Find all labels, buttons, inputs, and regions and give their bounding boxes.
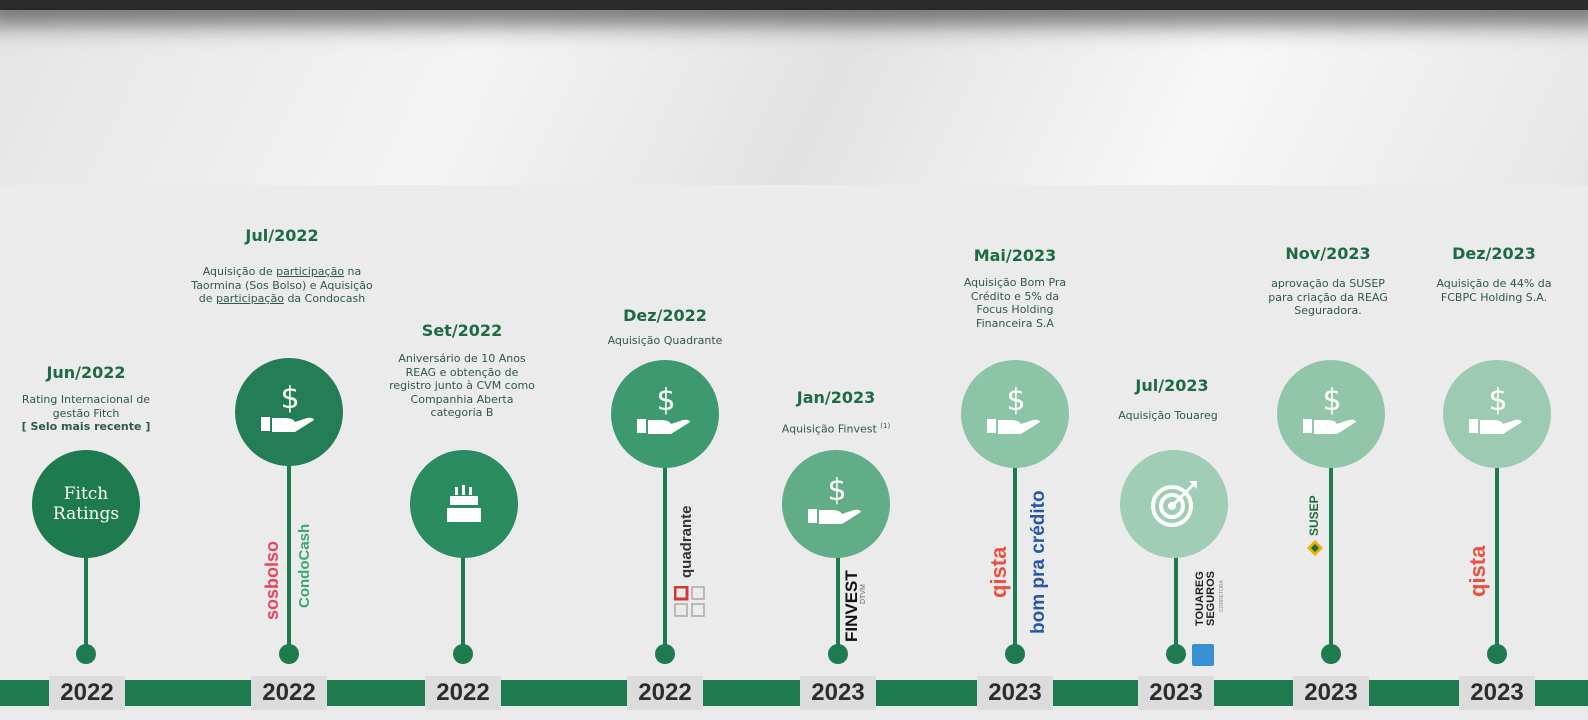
footnote-marker: (1) (880, 422, 891, 430)
timeline-stem (663, 465, 667, 656)
dollar-hand-icon: $ (611, 360, 719, 468)
quadrante-mark-icon (673, 585, 706, 618)
svg-text:$: $ (827, 476, 846, 508)
event-description: Rating Internacional de gestão Fitch [ S… (11, 393, 161, 434)
event-date: Mai/2023 (973, 246, 1057, 265)
timeline-stem (1013, 465, 1017, 656)
event-date: Jun/2022 (46, 363, 126, 382)
timeline-dot (828, 644, 848, 664)
touareg-sublabel: CORRETORA (1219, 580, 1225, 612)
year-label: 2022 (425, 676, 501, 710)
year-label: 2022 (627, 676, 703, 710)
dollar-hand-icon: $ (782, 450, 890, 558)
fitch-logo-text: Fitch Ratings (52, 484, 120, 524)
year-label: 2023 (977, 676, 1053, 710)
event-date: Nov/2023 (1285, 244, 1371, 263)
header-background (0, 0, 1588, 185)
event-description: Aquisição Touareg (1118, 409, 1218, 422)
top-shadow-bar (0, 0, 1588, 10)
qista-logo: qista (986, 546, 1011, 598)
svg-text:$: $ (1006, 386, 1025, 418)
sosbolso-logo: sosbolso (262, 540, 282, 620)
event-description: Aquisição de 44% da FCBPC Holding S.A. (1436, 277, 1552, 304)
event-date: Jul/2022 (245, 226, 319, 245)
year-label: 2023 (1459, 676, 1535, 710)
event-description: Aquisição de participação na Taormina (S… (187, 265, 377, 306)
event-text-underlined: participação (276, 265, 345, 278)
bompracredito-logo: bom pra crédito (1028, 490, 1049, 634)
susep-logo: SUSEP (1307, 495, 1321, 536)
condocash-logo: CondoCash (296, 523, 313, 608)
dollar-hand-icon: $ (1277, 360, 1385, 468)
event-text-underlined: participação (215, 292, 284, 305)
birthday-cake-icon (410, 450, 518, 558)
year-label: 2022 (251, 676, 327, 710)
event-text-part: da Condocash (283, 292, 366, 305)
timeline-dot (279, 644, 299, 664)
year-label: 2022 (49, 676, 125, 710)
finvest-logo: FINVEST (842, 570, 861, 642)
target-icon (1120, 450, 1228, 558)
year-label: 2023 (1138, 676, 1214, 710)
event-date: Jan/2023 (796, 388, 876, 407)
timeline-dot (76, 644, 96, 664)
timeline-stem (287, 436, 291, 656)
timeline-dot (1321, 644, 1341, 664)
svg-text:$: $ (656, 386, 675, 418)
svg-text:$: $ (1322, 386, 1341, 418)
dollar-hand-icon: $ (1443, 360, 1551, 468)
event-description: Aquisição Quadrante (607, 334, 723, 347)
event-description: Aquisição Finvest (1) (756, 420, 916, 436)
svg-text:$: $ (1488, 386, 1507, 418)
finvest-dtvm-label: DTVM (860, 584, 867, 604)
timeline-dot (453, 644, 473, 664)
event-text: Rating Internacional de gestão Fitch (21, 393, 151, 420)
timeline-dot (655, 644, 675, 664)
year-label: 2023 (1293, 676, 1369, 710)
dollar-hand-icon: $ (961, 360, 1069, 468)
timeline-stem (461, 556, 465, 656)
quadrante-logo: quadrante (678, 505, 695, 578)
event-description: Aquisição Bom Pra Crédito e 5% da Focus … (963, 276, 1067, 330)
susep-mark-icon (1307, 540, 1323, 556)
touareg-mark-icon (1192, 644, 1214, 666)
timeline-stem (1495, 463, 1499, 656)
timeline-dot (1166, 644, 1186, 664)
timeline-stem (836, 555, 840, 656)
event-date: Set/2022 (421, 321, 503, 340)
event-date: Dez/2022 (623, 306, 707, 325)
event-description: aprovação da SUSEP para criação da REAG … (1268, 277, 1388, 317)
fitch-ratings-logo: Fitch Ratings (32, 450, 140, 558)
timeline-dot (1487, 644, 1507, 664)
timeline-stem (1174, 555, 1178, 656)
event-highlight: [ Selo mais recente ] (21, 420, 151, 433)
dollar-hand-icon: $ (235, 358, 343, 466)
event-text-part: na Taormina (Sos Bolso) e Aquisição de (191, 265, 373, 305)
touareg-logo: TOUAREG SEGUROS (1194, 570, 1217, 626)
event-text: Aquisição Finvest (781, 422, 877, 436)
event-date: Dez/2023 (1452, 244, 1536, 263)
svg-text:$: $ (280, 384, 299, 416)
timeline-stem (84, 556, 88, 656)
qista-logo: qista (1465, 545, 1490, 597)
timeline-dot (1005, 644, 1025, 664)
event-description: Aniversário de 10 Anos REAG e obtenção d… (389, 352, 535, 419)
timeline-stem (1329, 463, 1333, 656)
event-text-part: Aquisição de (202, 265, 277, 278)
event-date: Jul/2023 (1135, 376, 1209, 395)
year-label: 2023 (800, 676, 876, 710)
